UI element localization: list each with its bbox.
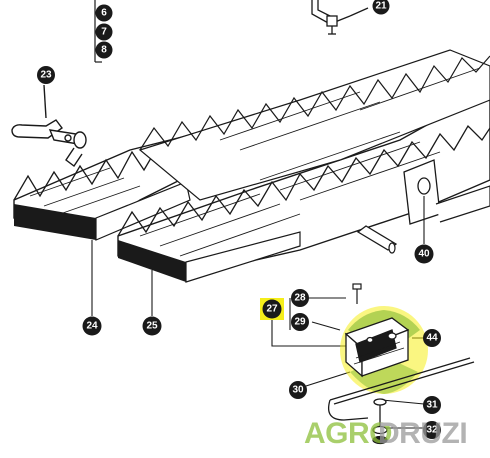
svg-text:DRUZI: DRUZI	[378, 417, 467, 450]
rod-part	[327, 357, 475, 445]
svg-text:30: 30	[292, 385, 304, 396]
callout-21: 21	[372, 0, 390, 15]
svg-text:32: 32	[426, 425, 438, 436]
svg-text:21: 21	[375, 1, 387, 12]
svg-text:8: 8	[101, 45, 107, 56]
callout-31: 31	[423, 396, 441, 414]
svg-text:29: 29	[294, 317, 306, 328]
callout-32: 32	[423, 421, 441, 439]
callout-23: 23	[37, 66, 55, 84]
callout-8: 8	[95, 41, 113, 59]
svg-text:31: 31	[426, 400, 438, 411]
svg-text:44: 44	[426, 333, 438, 344]
callout-25: 25	[142, 316, 162, 336]
callout-40: 40	[414, 244, 434, 264]
callout-24: 24	[82, 316, 102, 336]
svg-text:40: 40	[418, 249, 430, 260]
callout-group-6-7-8: 6 7 8	[94, 0, 113, 63]
svg-text:28: 28	[294, 293, 306, 304]
clamp-part	[311, 0, 369, 35]
svg-text:25: 25	[146, 321, 158, 332]
brand-watermark-text: AGRO DRUZI	[304, 417, 468, 450]
svg-text:7: 7	[101, 27, 107, 38]
callout-7: 7	[95, 23, 113, 41]
callout-29: 29	[291, 313, 309, 331]
callout-6: 6	[95, 4, 113, 22]
callout-30: 30	[289, 381, 307, 399]
segment-assembly	[13, 49, 490, 283]
crank-handle	[11, 84, 87, 168]
callout-28: 28	[291, 289, 309, 307]
svg-text:27: 27	[266, 304, 278, 315]
callout-44: 44	[423, 329, 441, 347]
callout-27: 27	[260, 298, 284, 320]
bracket-assembly	[344, 317, 410, 378]
svg-text:6: 6	[101, 8, 107, 19]
svg-text:24: 24	[86, 321, 98, 332]
bolt-part	[352, 283, 362, 304]
svg-text:23: 23	[40, 70, 52, 81]
svg-text:AGRO: AGRO	[304, 417, 392, 450]
